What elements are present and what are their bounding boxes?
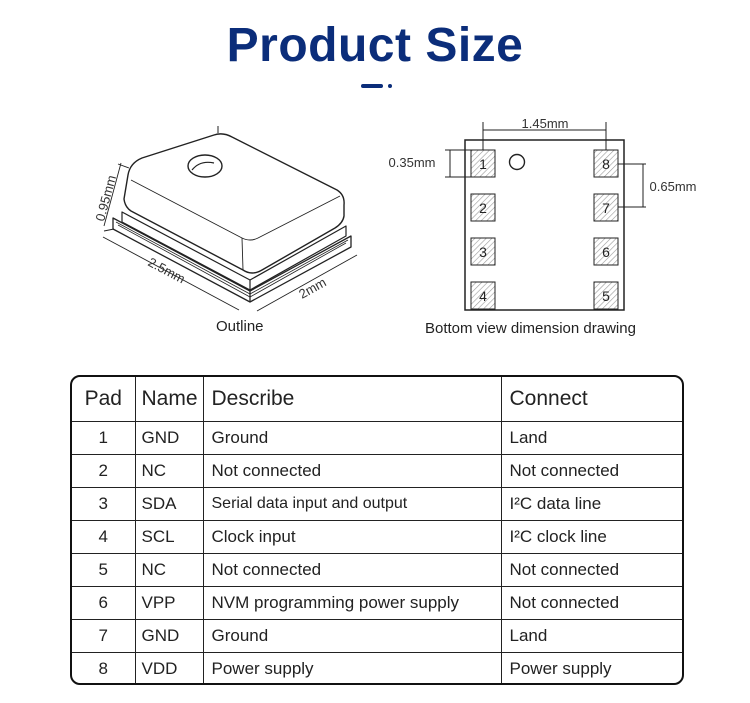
cell-name: SCL [134,520,204,554]
table-row: 5 NC Not connected Not connected [72,553,682,587]
cell-describe: Clock input [202,520,502,554]
page-title: Product Size [226,19,524,72]
title-underline-dot [388,84,392,88]
cell-connect: Power supply [500,652,682,683]
cell-pad: 2 [72,454,136,488]
svg-text:5: 5 [602,288,610,304]
bottom-view: 1 2 3 4 8 7 6 5 [445,122,646,311]
table-row: 3 SDA Serial data input and output I²C d… [72,487,682,521]
svg-text:2: 2 [479,200,487,216]
svg-text:8: 8 [602,156,610,172]
header-describe: Describe [202,377,502,422]
cell-pad: 5 [72,553,136,587]
cell-name: SDA [134,487,204,521]
table-row: 6 VPP NVM programming power supply Not c… [72,586,682,620]
outline-caption: Outline [216,318,264,335]
bottom-view-caption: Bottom view dimension drawing [425,320,636,337]
svg-text:4: 4 [479,288,487,304]
cell-connect: I²C clock line [500,520,682,554]
cell-describe: Not connected [202,553,502,587]
table-row: 7 GND Ground Land [72,619,682,653]
cell-describe: Ground [202,619,502,653]
cell-connect: I²C data line [500,487,682,521]
cell-name: GND [134,421,204,455]
cell-describe: Power supply [202,652,502,683]
pad-4: 4 [470,281,496,310]
cell-pad: 6 [72,586,136,620]
cell-pad: 3 [72,487,136,521]
pad-1: 1 [470,149,496,178]
cell-pad: 4 [72,520,136,554]
cell-describe: Ground [202,421,502,455]
svg-text:1: 1 [479,156,487,172]
package-outline [102,126,358,312]
cell-connect: Land [500,619,682,653]
table-row: 4 SCL Clock input I²C clock line [72,520,682,554]
cell-describe: Not connected [202,454,502,488]
cell-name: GND [134,619,204,653]
svg-text:7: 7 [602,200,610,216]
bottom-dim-pitch-x: 1.45mm [522,116,569,131]
header-connect: Connect [500,377,682,422]
cell-name: VDD [134,652,204,683]
outline-dim-height: 0.95mm [92,174,119,223]
cell-connect: Not connected [500,553,682,587]
cell-describe: NVM programming power supply [202,586,502,620]
title-underline [361,84,383,88]
header-name: Name [134,377,204,422]
cell-name: NC [134,454,204,488]
svg-text:6: 6 [602,244,610,260]
cell-describe: Serial data input and output [202,487,502,521]
cell-name: VPP [134,586,204,620]
pad-3: 3 [470,237,496,266]
pad-6: 6 [593,237,619,266]
pad-8: 8 [593,149,619,178]
bottom-dim-pad-size: 0.35mm [389,155,436,170]
cell-pad: 7 [72,619,136,653]
svg-text:3: 3 [479,244,487,260]
drawings: 0.95mm 2.5mm 2mm 1 2 3 4 8 7 [92,116,697,312]
pad-7: 7 [593,193,619,222]
table-row: 2 NC Not connected Not connected [72,454,682,488]
outline-dim-width: 2mm [296,274,329,301]
cell-pad: 1 [72,421,136,455]
pad-2: 2 [470,193,496,222]
table-row: 1 GND Ground Land [72,421,682,455]
cell-connect: Not connected [500,454,682,488]
pin-table: Pad Name Describe Connect 1 GND Ground L… [70,375,684,685]
cell-connect: Not connected [500,586,682,620]
pad-5: 5 [593,281,619,310]
cell-pad: 8 [72,652,136,683]
cell-name: NC [134,553,204,587]
table-row: 8 VDD Power supply Power supply [72,652,682,683]
header-pad: Pad [72,377,136,422]
bottom-dim-pitch-y: 0.65mm [650,179,697,194]
cell-connect: Land [500,421,682,455]
table-header-row: Pad Name Describe Connect [72,377,682,422]
